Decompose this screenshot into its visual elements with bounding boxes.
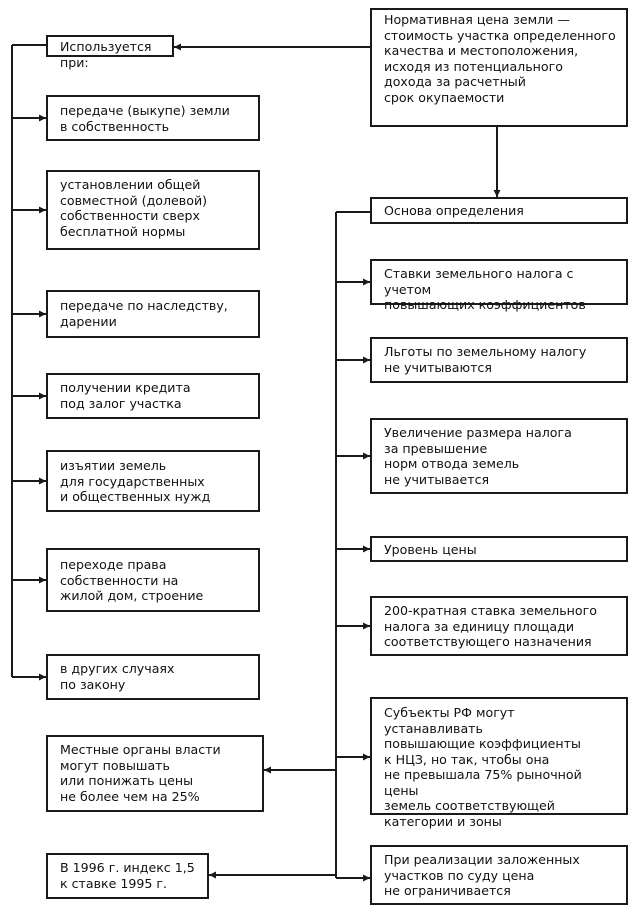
left-item-1: передаче (выкупе) земли в собственность: [46, 95, 260, 141]
left-item-6: переходе права собственности на жилой до…: [46, 548, 260, 612]
basis-box: Основа определения: [370, 197, 628, 224]
definition-box: Нормативная цена земли — стоимость участ…: [370, 8, 628, 127]
used-when-box: Используется при:: [46, 35, 174, 70]
left-item-7: в других случаях по закону: [46, 654, 260, 700]
left-item-2: установлении общей совместной (долевой) …: [46, 170, 260, 250]
index-1996-box: В 1996 г. индекс 1,5 к ставке 1995 г.: [46, 853, 209, 899]
right-item-1: Ставки земельного налога с учетом повыша…: [370, 259, 628, 312]
right-item-4: Уровень цены: [370, 536, 628, 562]
left-item-4: получении кредита под залог участка: [46, 373, 260, 419]
local-authorities-box: Местные органы власти могут повышать или…: [46, 735, 264, 812]
right-item-5: 200-кратная ставка земельного налога за …: [370, 596, 628, 656]
right-item-2: Льготы по земельному налогу не учитывают…: [370, 337, 628, 383]
right-item-3: Увеличение размера налога за превышение …: [370, 418, 628, 494]
right-item-7: При реализации заложенных участков по су…: [370, 845, 628, 905]
left-item-3: передаче по наследству, дарении: [46, 290, 260, 338]
left-item-5: изъятии земель для государственных и общ…: [46, 450, 260, 512]
right-item-6: Субъекты РФ могут устанавливать повышающ…: [370, 697, 628, 829]
